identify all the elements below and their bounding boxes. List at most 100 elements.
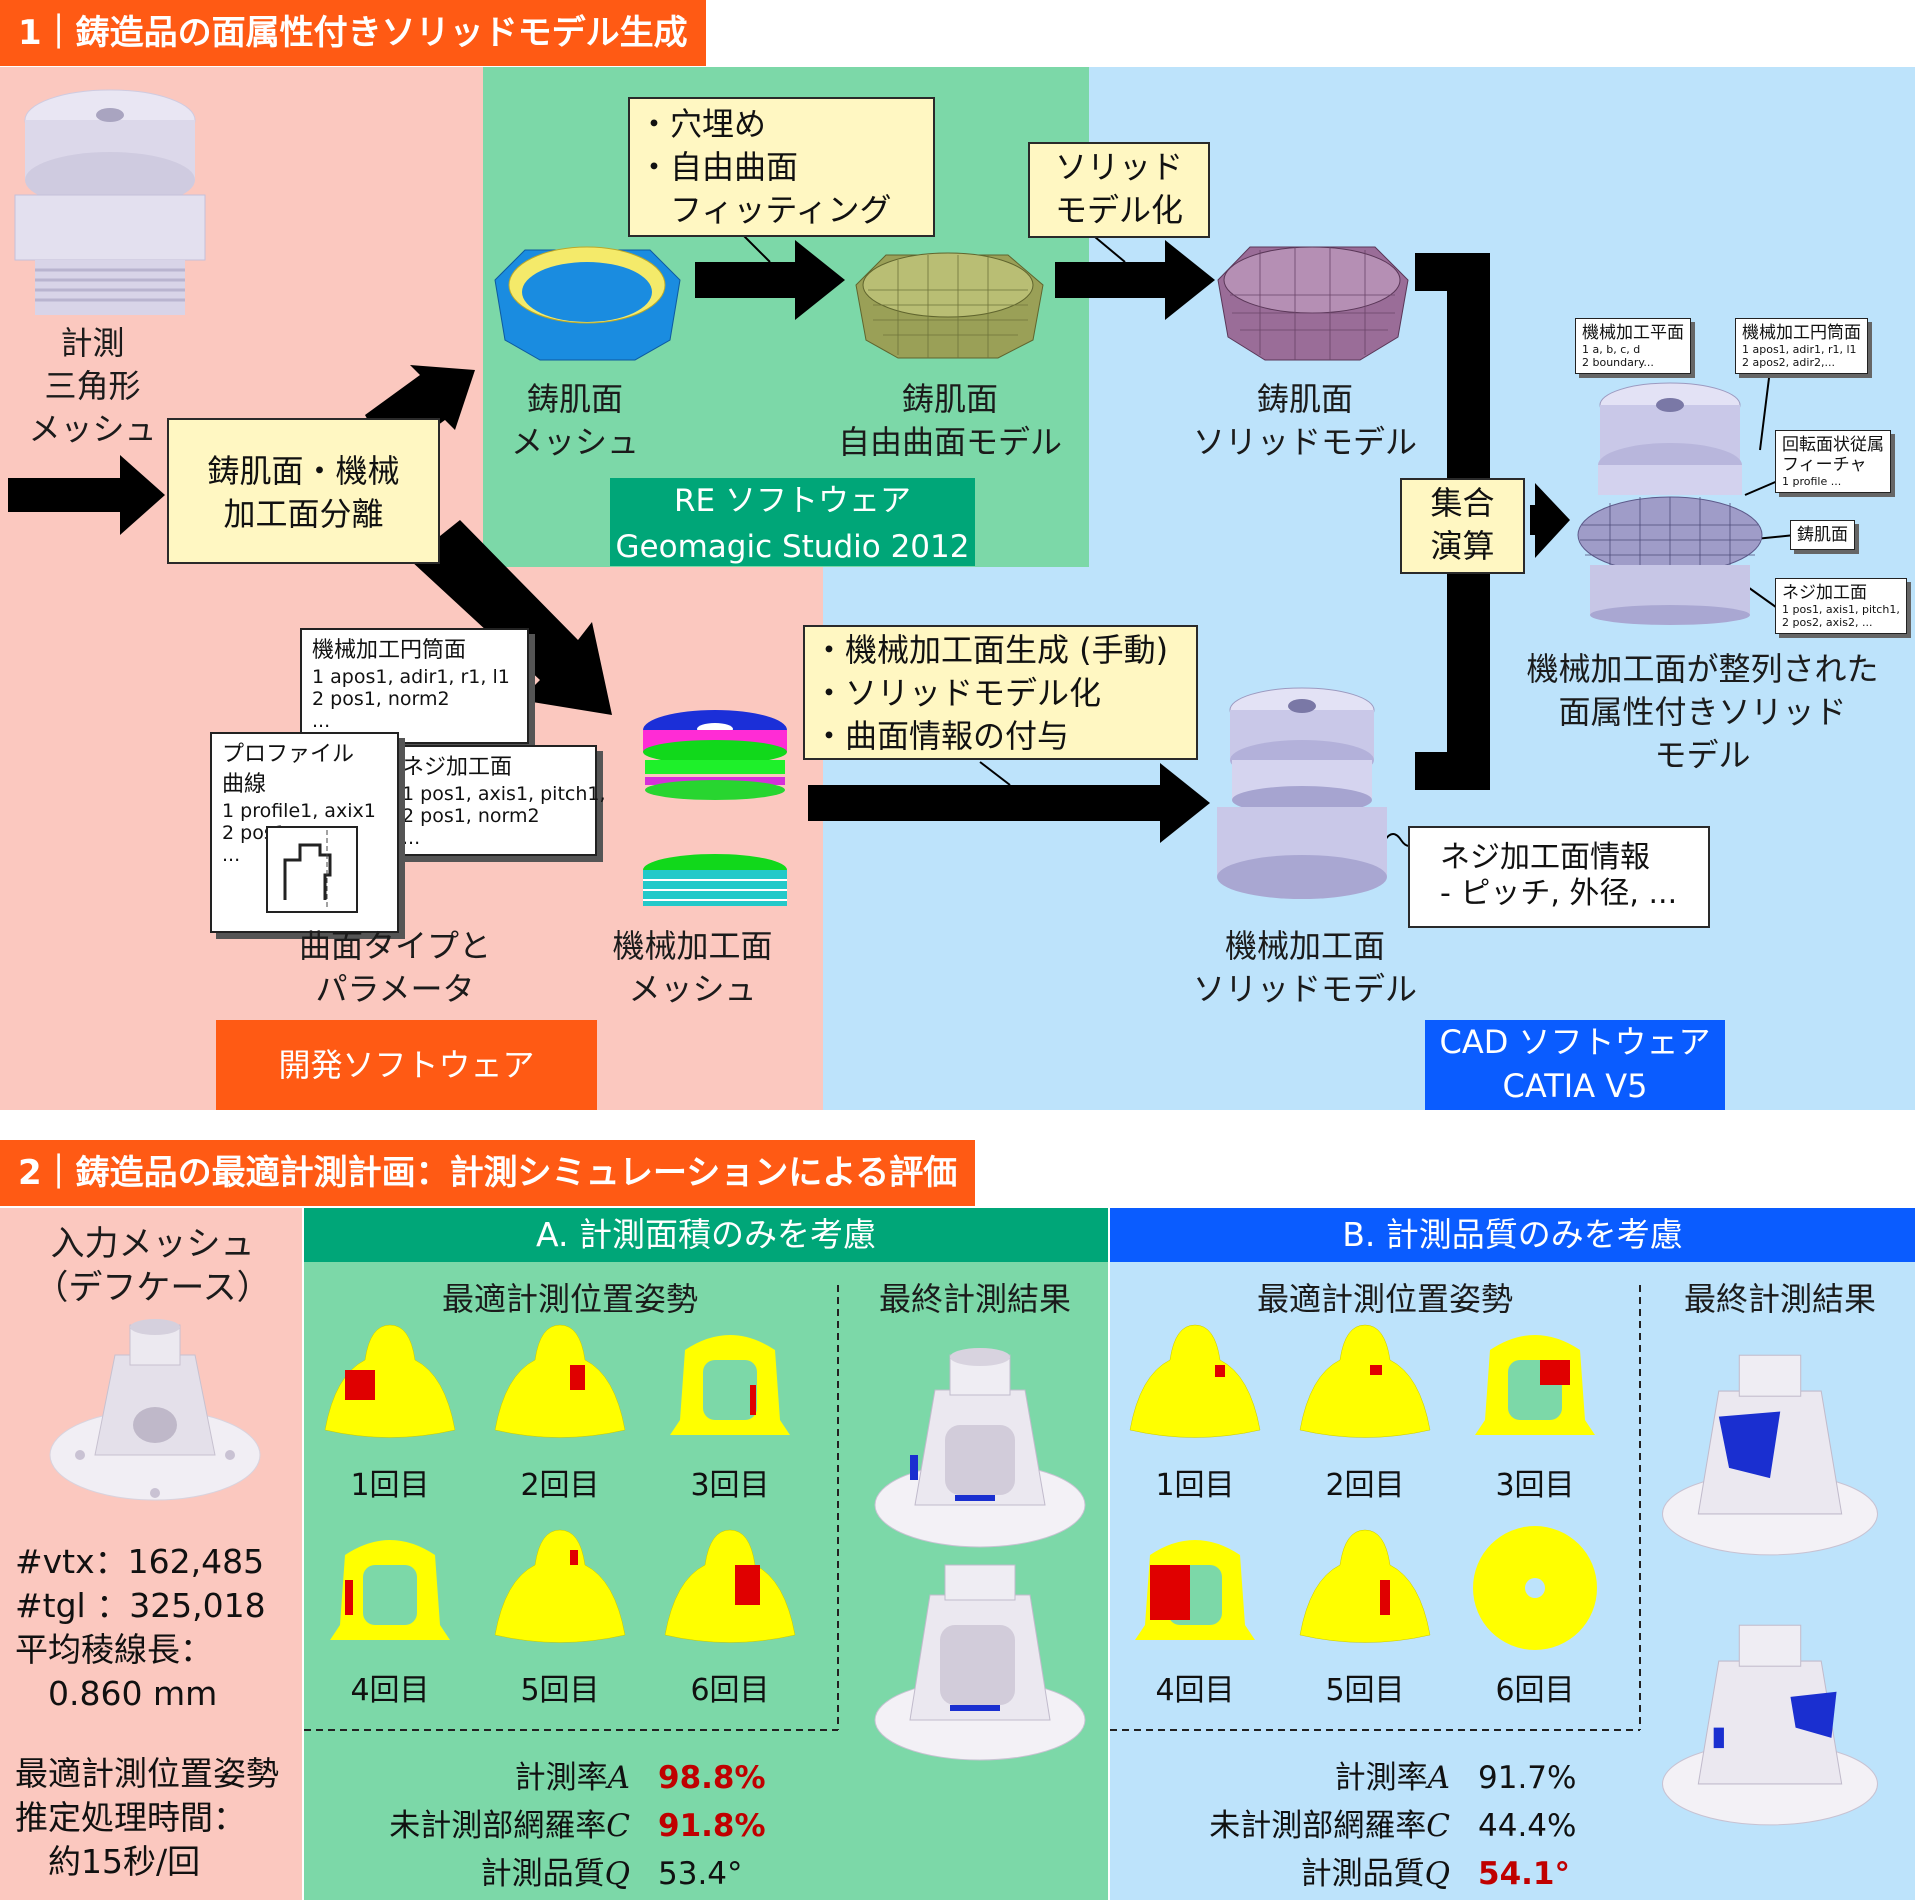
input-mesh-label: 計測三角形メッシュ	[28, 324, 157, 448]
metric-symbol: Q	[604, 1856, 630, 1892]
re-steps-box: ・穴埋め・自由曲面 フィッティング	[628, 97, 935, 237]
metric-value: 53.4°	[658, 1856, 743, 1892]
panel-a-final-result-1	[874, 1347, 1086, 1548]
arrow-input	[8, 455, 165, 535]
machined-steps-box: ・機械加工面生成 (手動)・ソリッドモデル化・曲面情報の付与	[803, 625, 1198, 760]
callout-thread-surface: ネジ加工面 1 pos1, axis1, pitch1, 2 pos2, axi…	[1775, 578, 1907, 634]
callout-machined-cylinder: 機械加工円筒面 1 apos1, adir1, r1, l1 2 apos2, …	[1735, 318, 1868, 374]
doc-thread: ネジ加工面 1 pos1, axis1, pitch1, 2 pos1, nor…	[390, 745, 606, 856]
surface-type-label: 曲面タイプとパラメータ	[298, 927, 491, 1008]
input-mesh-title: 入力メッシュ（デフケース）	[34, 1224, 271, 1308]
cast-solid-image	[1217, 246, 1409, 361]
panel-b-metric-2: 未計測部網羅率C 44.4%	[1140, 1800, 1576, 1845]
panel-a-pose-1-image	[324, 1324, 456, 1438]
metric-symbol: A	[607, 1760, 630, 1796]
panel-a-metric-1: 計測率A 98.8%	[320, 1752, 766, 1797]
result-label: 機械加工面が整列された面属性付きソリッドモデル	[1526, 650, 1879, 774]
callout-cast-surface: 鋳肌面	[1790, 520, 1855, 550]
metric-value: 98.8%	[658, 1760, 766, 1796]
panel-a-pose-2-caption: 2回目	[520, 1468, 600, 1503]
panel-a-pose-6-image	[664, 1529, 796, 1643]
callout-machined-plane: 機械加工平面 1 a, b, c, d 2 boundary...	[1575, 318, 1691, 374]
panel-a-metric-2: 未計測部網羅率C 91.8%	[320, 1800, 766, 1845]
arrow-machined	[808, 763, 1210, 843]
metric-label: 未計測部網羅率C	[389, 1808, 630, 1844]
diffcase-input-image	[49, 1319, 261, 1501]
panel-b-pose-5-caption: 5回目	[1325, 1673, 1405, 1708]
section2-header: 2｜鋳造品の最適計測計画：計測シミュレーションによる評価	[0, 1140, 976, 1206]
panel-a-pose-4-caption: 4回目	[350, 1673, 430, 1708]
metric-value: 54.1°	[1478, 1856, 1570, 1892]
metric-label: 計測品質Q	[480, 1856, 630, 1892]
panel-a-pose-5-caption: 5回目	[520, 1673, 600, 1708]
metric-label: 計測率A	[1334, 1760, 1450, 1796]
panel-a-pose-5-image	[494, 1529, 626, 1643]
callout-rotational-feature: 回転面状従属 フィーチャ 1 profile ...	[1775, 430, 1891, 493]
panel-a-pose-1-caption: 1回目	[350, 1468, 430, 1503]
panel-a-metric-3: 計測品質Q 53.4°	[320, 1848, 743, 1893]
separation-box: 鋳肌面・機械加工面分離	[167, 418, 440, 564]
panel-b-metric-3: 計測品質Q 54.1°	[1140, 1848, 1570, 1893]
profile-curve-icon	[266, 826, 358, 913]
panel-b-metric-1: 計測率A 91.7%	[1140, 1752, 1577, 1797]
panel-b-pose-6-image	[1473, 1526, 1597, 1650]
metric-symbol: A	[1427, 1760, 1450, 1796]
freeform-model-label: 鋳肌面自由曲面モデル	[837, 380, 1062, 461]
arrow-to-machined-mesh	[410, 520, 612, 715]
panel-b-pose-1-image	[1129, 1324, 1261, 1438]
thread-info-box: ネジ加工面情報- ピッチ, 外径, ...	[1408, 826, 1710, 928]
panel-b-final-result-1	[1661, 1354, 1879, 1556]
panel-a-pose-3-image	[670, 1335, 790, 1435]
dev-software-badge: 開発ソフトウェア	[216, 1020, 597, 1110]
doc-cylinder: 機械加工円筒面 1 apos1, adir1, r1, l1 2 pos1, n…	[300, 628, 529, 744]
arrow-boolean	[1530, 483, 1570, 558]
metric-value: 44.4%	[1478, 1808, 1577, 1844]
panel-b-pose-3-caption: 3回目	[1495, 1468, 1575, 1503]
processing-time: 最適計測位置姿勢推定処理時間： 約15秒/回	[15, 1754, 279, 1881]
panel-b-pose-title: 最適計測位置姿勢	[1256, 1280, 1513, 1318]
arrow-re-1	[695, 240, 845, 320]
panel-b-header: B. 計測品質のみを考慮	[1110, 1208, 1915, 1262]
freeform-model-image	[855, 252, 1044, 359]
result-solid-image	[1577, 382, 1763, 625]
machined-mesh-label: 機械加工面メッシュ	[612, 927, 773, 1008]
panel-a-pose-6-caption: 6回目	[690, 1673, 770, 1708]
metric-value: 91.8%	[658, 1808, 766, 1844]
cast-mesh-image	[494, 246, 681, 361]
machined-solid-image	[1217, 687, 1387, 899]
metric-symbol: C	[606, 1808, 630, 1844]
metric-symbol: C	[1426, 1808, 1450, 1844]
cast-solid-label: 鋳肌面ソリッドモデル	[1192, 380, 1417, 461]
boolean-box: 集合演算	[1400, 478, 1525, 574]
panel-a-pose-2-image	[494, 1324, 626, 1438]
solid-modeling-box: ソリッドモデル化	[1028, 142, 1210, 238]
panel-a-final-result-2	[874, 1564, 1086, 1761]
panel-b-pose-2-image	[1299, 1324, 1431, 1438]
metric-symbol: Q	[1424, 1856, 1450, 1892]
panel-b-pose-4-image	[1135, 1540, 1255, 1640]
metric-value: 91.7%	[1478, 1760, 1577, 1796]
panel-b-final-title: 最終計測結果	[1683, 1280, 1876, 1318]
panel-b-pose-4-caption: 4回目	[1155, 1673, 1235, 1708]
panel-b-pose-2-caption: 2回目	[1325, 1468, 1405, 1503]
panel-a-pose-title: 最適計測位置姿勢	[441, 1280, 698, 1318]
panel-a-header: A. 計測面積のみを考慮	[304, 1208, 1108, 1262]
panel-b-pose-3-image	[1475, 1335, 1595, 1435]
cast-mesh-label: 鋳肌面メッシュ	[510, 380, 639, 461]
panel-b-pose-1-caption: 1回目	[1155, 1468, 1235, 1503]
panel-b-pose-5-image	[1299, 1529, 1431, 1643]
input-mesh-image	[14, 89, 206, 315]
metric-label: 未計測部網羅率C	[1209, 1808, 1450, 1844]
machined-mesh-image	[643, 710, 787, 906]
metric-label: 計測率A	[514, 1760, 630, 1796]
machined-solid-label: 機械加工面ソリッドモデル	[1192, 927, 1417, 1008]
panel-a-pose-3-caption: 3回目	[690, 1468, 770, 1503]
panel-a-pose-4-image	[330, 1540, 450, 1640]
metric-label: 計測品質Q	[1300, 1856, 1450, 1892]
panel-b-pose-6-caption: 6回目	[1495, 1673, 1575, 1708]
panel-b-final-result-2	[1661, 1624, 1879, 1826]
